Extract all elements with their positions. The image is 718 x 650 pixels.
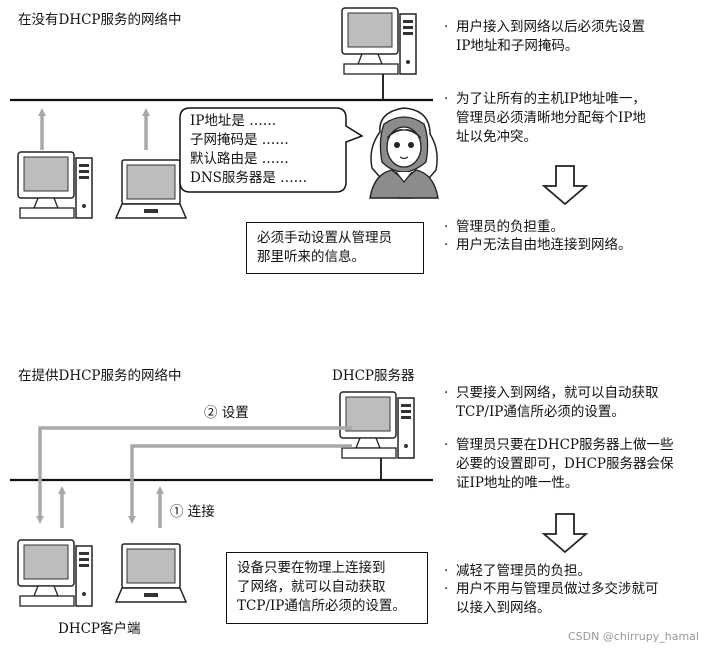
bullet-line: 管理员必须清晰地分配每个IP地 (456, 110, 646, 126)
speech-line: 默认路由是 …… (190, 151, 289, 167)
dhcp-server-computer (339, 391, 415, 459)
bullet-line: 证IP地址的唯一性。 (456, 475, 579, 491)
top-result-1: · 管理员的负担重。 (444, 218, 564, 237)
bullet-line: 管理员只要在DHCP服务器上做一些 (456, 437, 674, 453)
administrator-figure (369, 107, 439, 199)
bullet-line: 必要的设置即可，DHCP服务器会保 (456, 456, 674, 472)
bullet-line: 用户接入到网络以后必须先设置 (456, 19, 645, 35)
top-client-computer (17, 151, 93, 219)
bottom-result-2: · 用户不用与管理员做过多交涉就可 以接入到网络。 (444, 580, 659, 618)
bottom-bullet-2: · 管理员只要在DHCP服务器上做一些 必要的设置即可，DHCP服务器会保 证I… (444, 436, 674, 493)
bullet-mark: · (444, 219, 449, 235)
bullet-mark: · (444, 385, 449, 401)
bullet-line: 减轻了管理员的负担。 (456, 563, 591, 579)
bullet-line: 为了让所有的主机IP地址唯一， (456, 91, 646, 107)
bullet-line: 址以免冲突。 (456, 129, 537, 145)
bottom-note-line: 了网络，就可以自动获取 (237, 579, 386, 595)
bottom-heading: 在提供DHCP服务的网络中 (18, 368, 182, 384)
bottom-note-box: 设备只要在物理上连接到 了网络，就可以自动获取 TCP/IP通信所必须的设置。 (226, 552, 428, 624)
top-bullet-1: · 用户接入到网络以后必须先设置 IP地址和子网掩码。 (444, 18, 645, 56)
speech-line: IP地址是 …… (190, 113, 277, 129)
bullet-line: 以接入到网络。 (456, 600, 551, 616)
top-server-computer (341, 7, 417, 75)
bullet-line: TCP/IP通信所必须的设置。 (456, 404, 625, 420)
bullet-mark: · (444, 437, 449, 453)
speech-line: DNS服务器是 …… (190, 170, 308, 186)
bullet-line: 只要接入到网络，就可以自动获取 (456, 385, 659, 401)
bullet-line: IP地址和子网掩码。 (456, 38, 579, 54)
dhcp-server-label: DHCP服务器 (332, 368, 415, 384)
setting-arrow-to-laptop (128, 444, 352, 524)
bullet-mark: · (444, 581, 449, 597)
watermark: CSDN @chirrupy_hamal (568, 630, 699, 643)
top-note-line: 必须手动设置从管理员 (257, 230, 392, 246)
bullet-mark: · (444, 237, 449, 253)
speech-bubble (179, 107, 364, 193)
top-heading: 在没有DHCP服务的网络中 (18, 12, 182, 28)
bullet-mark: · (444, 19, 449, 35)
dhcp-client-laptop (115, 543, 187, 603)
top-result-arrow (543, 165, 587, 205)
top-bullet-2: · 为了让所有的主机IP地址唯一， 管理员必须清晰地分配每个IP地 址以免冲突。 (444, 90, 646, 147)
bottom-note-line: 设备只要在物理上连接到 (237, 560, 386, 576)
speech-bubble-text: IP地址是 …… 子网掩码是 …… 默认路由是 …… DNS服务器是 …… (190, 112, 307, 188)
bullet-line: 用户无法自由地连接到网络。 (456, 237, 632, 253)
dhcp-client-label: DHCP客户端 (58, 621, 141, 637)
bullet-line: 管理员的负担重。 (456, 219, 564, 235)
dhcp-client-computer (17, 539, 93, 607)
top-note-line: 那里听来的信息。 (257, 249, 365, 265)
setting-arrow-to-pc (36, 426, 352, 524)
top-note-box: 必须手动设置从管理员 那里听来的信息。 (246, 222, 424, 274)
bottom-result-1: · 减轻了管理员的负担。 (444, 562, 591, 581)
step-1-connect-label: ① 连接 (170, 504, 215, 520)
step-2-setting-label: ② 设置 (204, 405, 249, 421)
bullet-line: 用户不用与管理员做过多交涉就可 (456, 581, 659, 597)
top-client-laptop (115, 159, 187, 219)
speech-line: 子网掩码是 …… (190, 132, 289, 148)
top-result-2: · 用户无法自由地连接到网络。 (444, 236, 632, 255)
bottom-note-line: TCP/IP通信所必须的设置。 (237, 598, 406, 614)
bullet-mark: · (444, 563, 449, 579)
bottom-bullet-1: · 只要接入到网络，就可以自动获取 TCP/IP通信所必须的设置。 (444, 384, 659, 422)
bullet-mark: · (444, 91, 449, 107)
bottom-result-arrow (543, 513, 587, 553)
